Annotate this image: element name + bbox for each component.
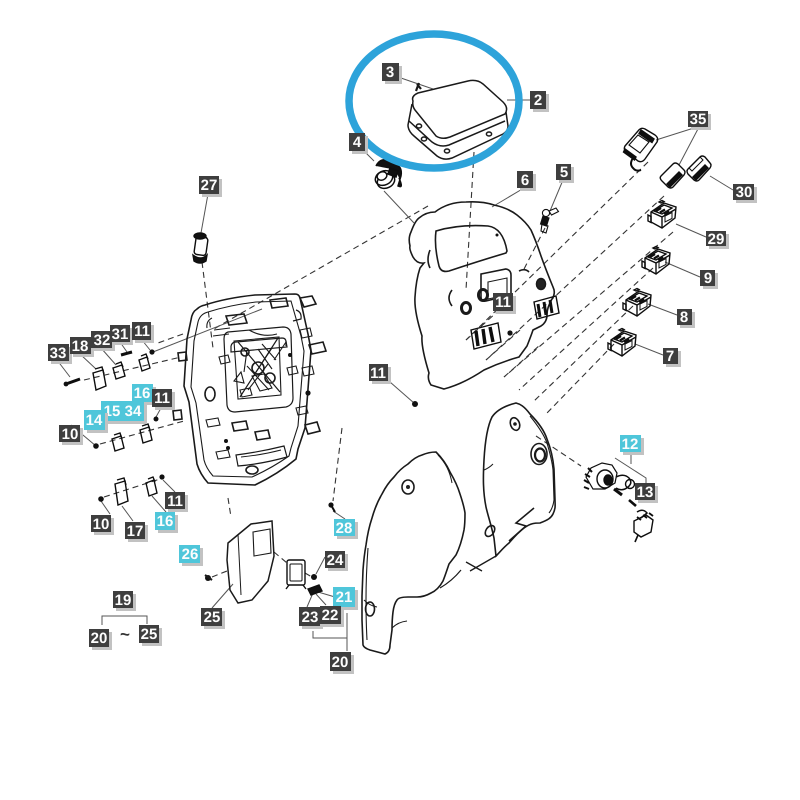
svg-text:~: ~ xyxy=(120,625,130,644)
svg-text:20: 20 xyxy=(332,654,349,671)
svg-text:16: 16 xyxy=(134,385,151,402)
svg-text:11: 11 xyxy=(134,323,150,340)
svg-text:33: 33 xyxy=(50,345,67,362)
svg-text:29: 29 xyxy=(708,231,725,248)
svg-text:4: 4 xyxy=(353,134,362,151)
svg-text:26: 26 xyxy=(182,546,199,563)
svg-text:6: 6 xyxy=(521,172,529,189)
svg-text:8: 8 xyxy=(680,309,688,326)
svg-text:18: 18 xyxy=(72,338,89,355)
svg-text:32: 32 xyxy=(94,332,111,349)
svg-text:7: 7 xyxy=(666,348,674,365)
svg-text:23: 23 xyxy=(302,609,319,626)
svg-text:31: 31 xyxy=(112,326,129,343)
svg-text:16: 16 xyxy=(157,513,174,530)
svg-text:9: 9 xyxy=(704,270,712,287)
svg-text:25: 25 xyxy=(141,626,158,643)
svg-text:14: 14 xyxy=(86,412,103,429)
svg-text:11: 11 xyxy=(495,294,511,311)
svg-text:5: 5 xyxy=(560,164,568,181)
svg-text:27: 27 xyxy=(201,177,218,194)
svg-text:2: 2 xyxy=(534,92,542,109)
svg-text:11: 11 xyxy=(370,365,386,382)
svg-text:12: 12 xyxy=(622,436,639,453)
svg-text:20: 20 xyxy=(91,630,108,647)
svg-text:10: 10 xyxy=(62,426,79,443)
svg-text:22: 22 xyxy=(322,607,339,624)
svg-text:11: 11 xyxy=(154,390,170,407)
svg-text:24: 24 xyxy=(327,552,344,569)
svg-text:35: 35 xyxy=(690,111,707,128)
svg-text:30: 30 xyxy=(736,184,753,201)
svg-text:21: 21 xyxy=(336,589,353,606)
svg-text:19: 19 xyxy=(115,592,132,609)
svg-text:28: 28 xyxy=(336,520,353,537)
svg-text:3: 3 xyxy=(386,64,394,81)
svg-text:17: 17 xyxy=(127,523,144,540)
svg-text:13: 13 xyxy=(637,484,654,501)
svg-text:10: 10 xyxy=(93,516,110,533)
svg-text:11: 11 xyxy=(167,493,183,510)
svg-text:25: 25 xyxy=(204,609,221,626)
svg-text:34: 34 xyxy=(125,403,142,420)
